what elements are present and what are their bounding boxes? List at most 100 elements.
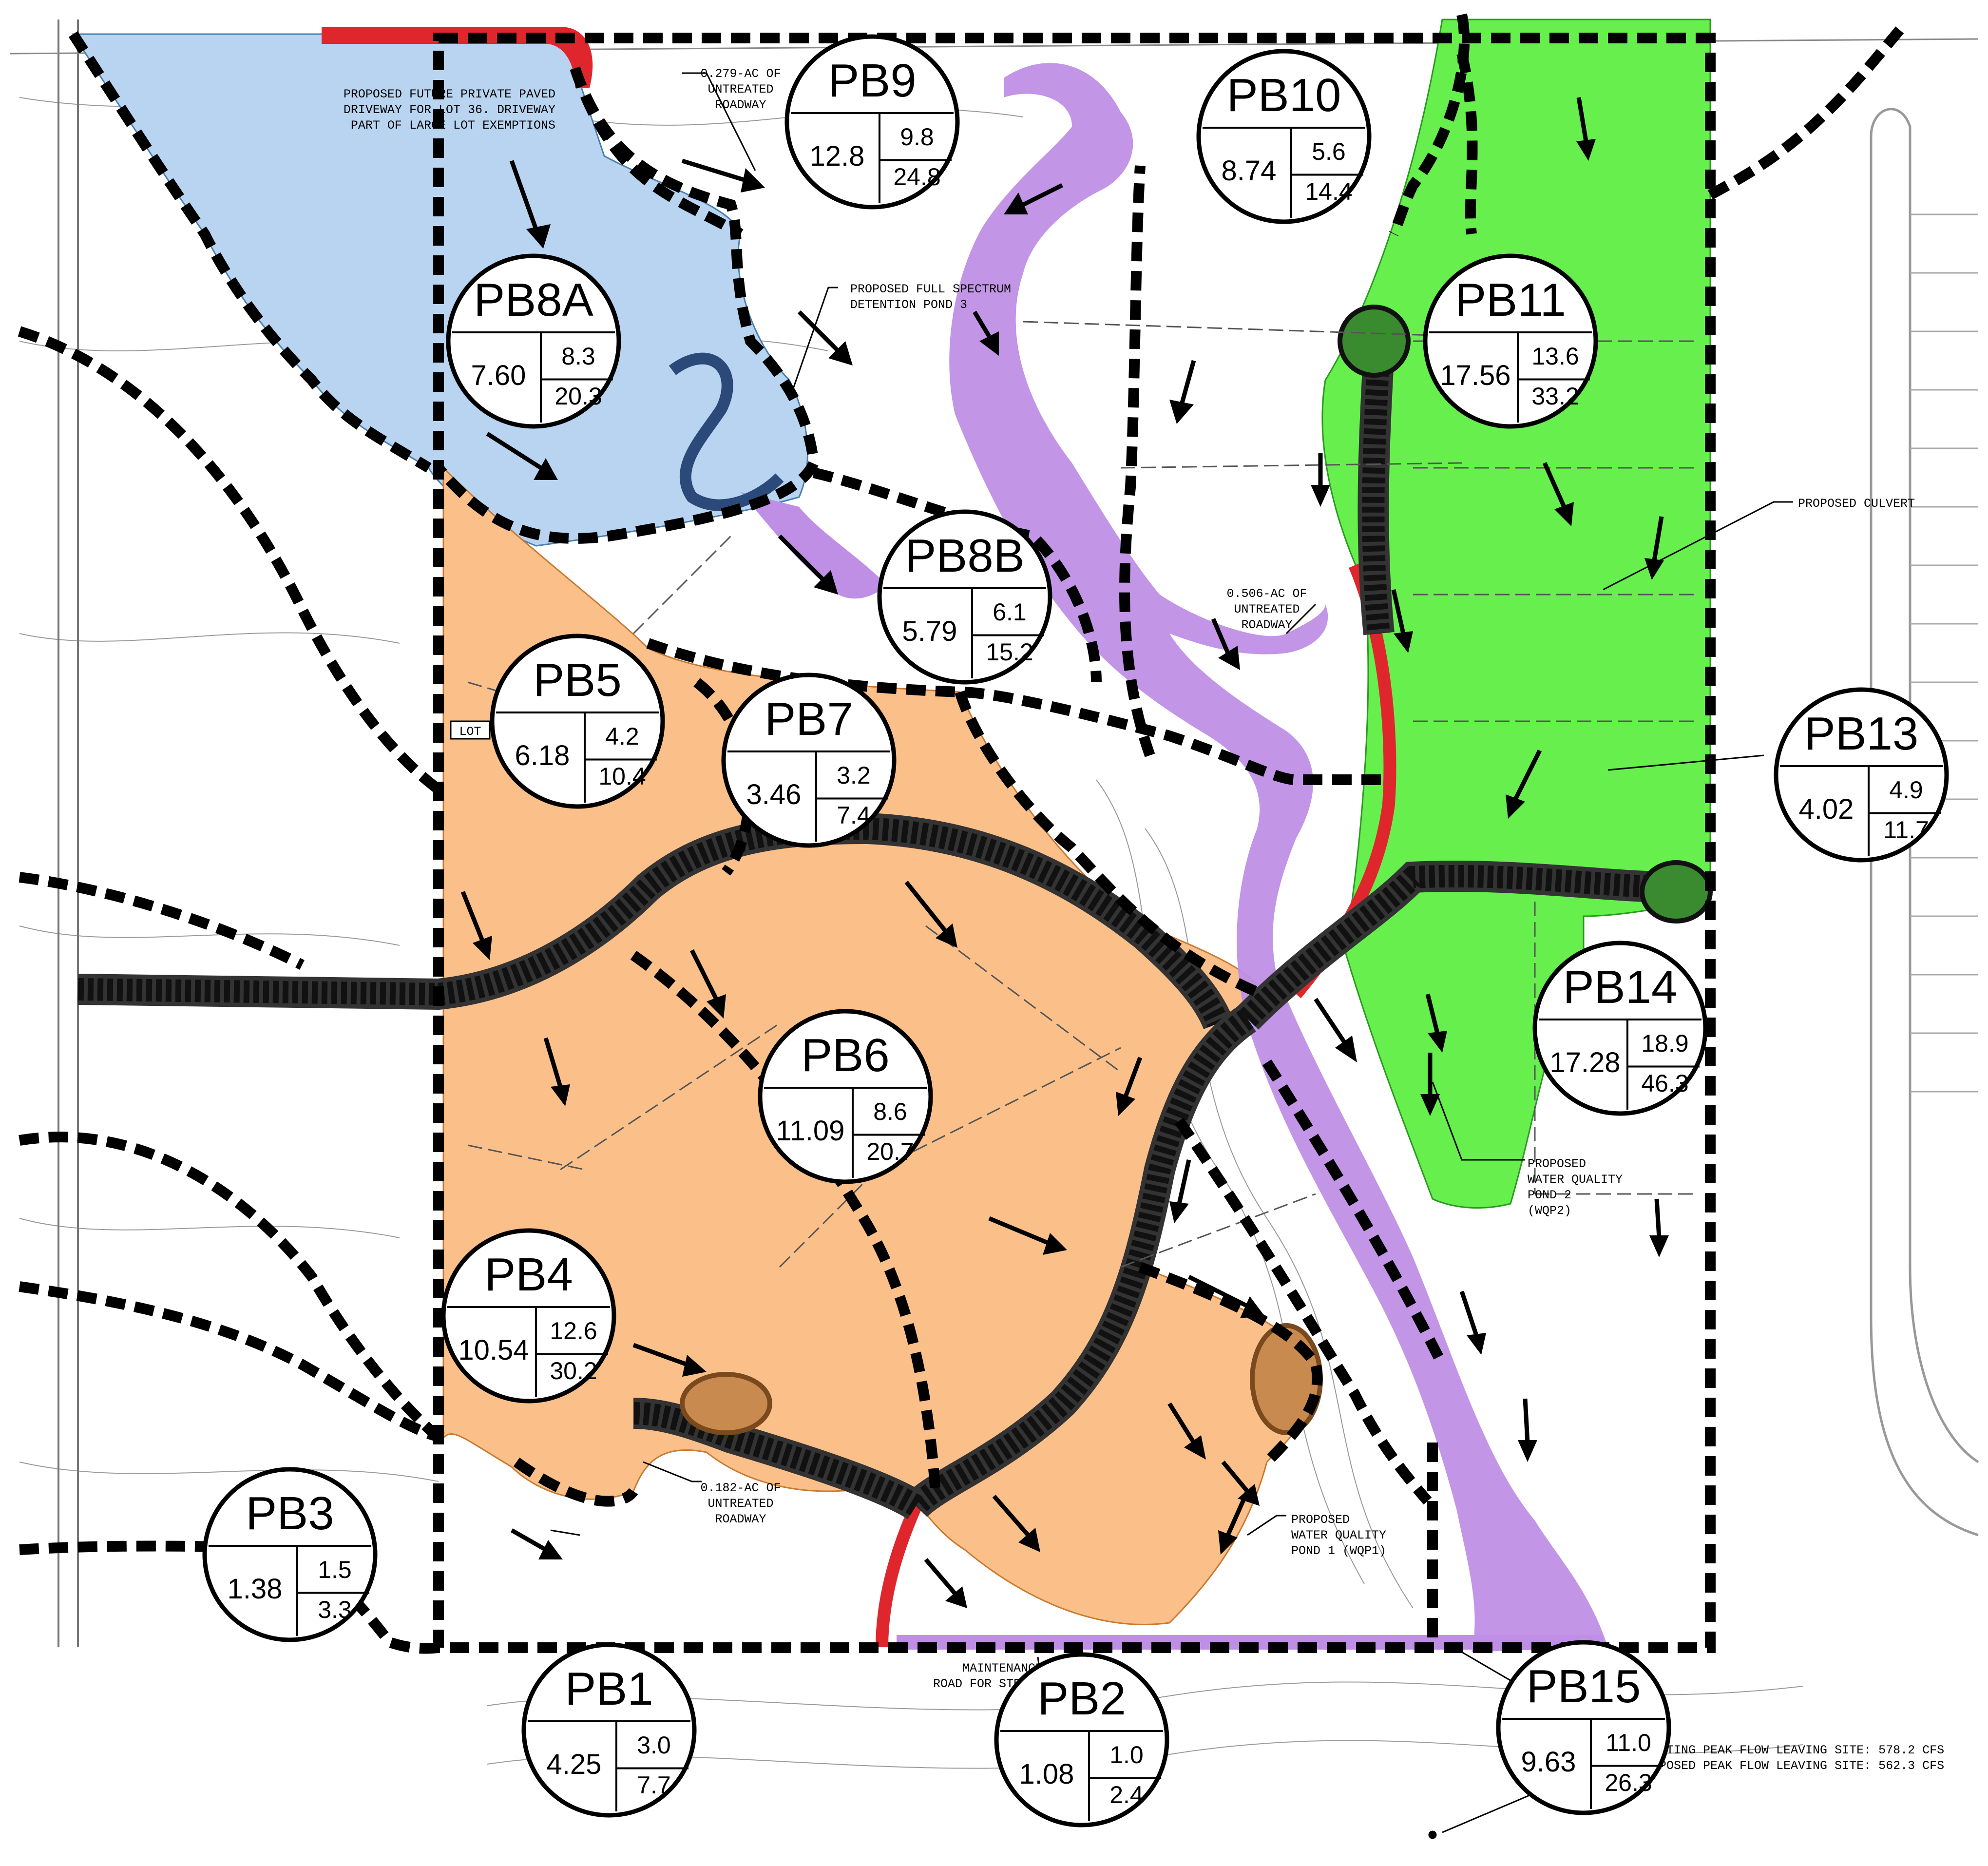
basin-peak-flow-bottom: 2.4 [1109, 1781, 1144, 1808]
basin-peak-flow-top: 8.3 [561, 343, 595, 370]
basin-label-pb1: PB14.253.07.7 [521, 1642, 697, 1818]
basin-circle [877, 509, 1052, 685]
flow-arrow [1420, 1053, 1440, 1116]
flow-arrow [988, 1216, 1067, 1255]
basin-peak-flow-top: 13.6 [1531, 343, 1579, 370]
stream-channel-upper-left [741, 492, 887, 599]
flow-arrow [1649, 1198, 1669, 1257]
basin-area-acres: 8.74 [1222, 155, 1277, 187]
note-untreated-3-line3: ROADWAY [715, 1512, 766, 1526]
basin-id: PB3 [246, 1487, 334, 1539]
basin-boundaries [18, 13, 1905, 1654]
basin-circle [1532, 941, 1708, 1116]
note-driveway: PROPOSED FUTURE PRIVATE PAVED DRIVEWAY F… [344, 87, 555, 133]
basin-peak-flow-top: 4.2 [605, 723, 639, 750]
basin-peak-flow-bottom: 46.3 [1641, 1070, 1688, 1097]
basin-id: PB4 [484, 1249, 573, 1301]
flow-arrow [1459, 1290, 1486, 1355]
basin-labels: PB14.253.07.7PB21.081.02.4PB31.381.53.3P… [202, 34, 1949, 1828]
flow-arrow [1169, 360, 1196, 424]
basin-peak-flow-top: 11.0 [1606, 1729, 1651, 1756]
basin-peak-flow-bottom: 20.7 [866, 1138, 914, 1165]
east-subdivision [1870, 108, 1979, 1537]
flow-arrows [460, 97, 1669, 1608]
basin-id: PB5 [533, 654, 621, 706]
basin-id: PB9 [828, 55, 916, 107]
basin-circle [446, 253, 621, 429]
flow-arrow [1211, 618, 1240, 670]
note-untreated-2-line2: UNTREATED [1234, 602, 1300, 616]
proposed-roads [77, 305, 1713, 1520]
note-driveway-line2: DRIVEWAY FOR LOT 36. DRIVEWAY [344, 103, 555, 117]
flow-arrow [689, 949, 726, 1019]
basin-peak-flow-top: 8.6 [873, 1098, 907, 1125]
note-untreated-3-line1: 0.182-AC OF [700, 1481, 781, 1495]
basin-label-pb14: PB14 17.28 18.9 46.3 [1532, 941, 1708, 1116]
flow-arrow [973, 310, 999, 356]
flow-arrow [1167, 1402, 1206, 1460]
flow-arrow [1576, 97, 1596, 161]
basin-peak-flow-top: 6.1 [993, 598, 1027, 626]
note-wqp2: PROPOSED WATER QUALITY POND 2 (WQP2) [1528, 1157, 1623, 1218]
basin-id: PB1 [565, 1663, 653, 1715]
basin-area-acres: 3.46 [746, 779, 802, 810]
flow-arrow [486, 432, 558, 480]
basin-area-acres: 4.02 [1799, 793, 1854, 825]
untreated-roadway-red-3 [322, 27, 593, 88]
flow-arrow [1644, 516, 1664, 580]
flow-arrow [543, 1037, 570, 1106]
note-culvert: PROPOSED CULVERT [1798, 497, 1915, 511]
basin-circle [1423, 253, 1598, 429]
flow-arrow [924, 1558, 967, 1608]
basin-circle [1196, 49, 1372, 224]
flow-arrow [1004, 183, 1064, 214]
note-detention-pond: PROPOSED FULL SPECTRUM DETENTION POND 3 [850, 282, 1011, 312]
basin-area-acres: 5.79 [902, 616, 957, 647]
note-wqp1: PROPOSED WATER QUALITY POND 1 (WQP1) [1291, 1513, 1386, 1558]
basin-area-acres: 1.08 [1019, 1758, 1074, 1790]
basin-id: PB2 [1037, 1673, 1126, 1725]
note-untreated-1-line1: 0.279-AC OF [700, 67, 781, 81]
note-driveway-line3: PART OF LARGE LOT EXEMPTIONS [351, 118, 555, 133]
basin-peak-flow-bottom: 30.2 [550, 1357, 597, 1385]
basin-peak-flow-bottom: 10.4 [598, 763, 646, 790]
basin-id: PB14 [1563, 961, 1678, 1013]
basin-circle [1774, 687, 1949, 863]
note-wqp2-line2: WATER QUALITY [1528, 1173, 1623, 1187]
basin-area-acres: 7.60 [471, 360, 526, 391]
basin-circle [721, 673, 897, 848]
flow-arrow [797, 310, 853, 366]
flow-arrow [1221, 1461, 1260, 1506]
basin-peak-flow-top: 18.9 [1641, 1030, 1688, 1057]
peak-flow-summary: EXISTING PEAK FLOW LEAVING SITE: 578.2 C… [1637, 1743, 1944, 1773]
basin-peak-flow-bottom: 7.4 [837, 802, 871, 829]
basin-peak-flow-top: 4.9 [1889, 776, 1923, 804]
basin-circle [758, 1009, 933, 1184]
basin-area-acres: 17.28 [1549, 1047, 1620, 1078]
basin-peak-flow-bottom: 20.3 [554, 383, 602, 410]
basin-peak-flow-bottom: 3.3 [318, 1596, 352, 1623]
lot-tag: LOT [450, 720, 491, 740]
note-untreated-1: 0.279-AC OF UNTREATED ROADWAY [700, 67, 781, 112]
untreated-roadway-red-2 [876, 1503, 922, 1648]
note-wqp1-line3: POND 1 (WQP1) [1291, 1544, 1386, 1558]
flow-arrow [1311, 453, 1330, 507]
basin-peak-flow-bottom: 24.8 [893, 163, 940, 191]
flow-arrow [1187, 1274, 1264, 1318]
flow-arrow [632, 1343, 707, 1377]
flow-arrow [1542, 462, 1574, 526]
note-wqp1-line2: WATER QUALITY [1291, 1528, 1386, 1542]
flow-arrow [1506, 749, 1542, 819]
lot-tag-text: LOT [459, 725, 481, 739]
note-untreated-1-line2: UNTREATED [707, 82, 773, 96]
note-untreated-2: 0.506-AC OF UNTREATED ROADWAY [1226, 587, 1307, 632]
basin-circle [521, 1642, 697, 1818]
basin-area-acres: 12.8 [810, 140, 865, 172]
